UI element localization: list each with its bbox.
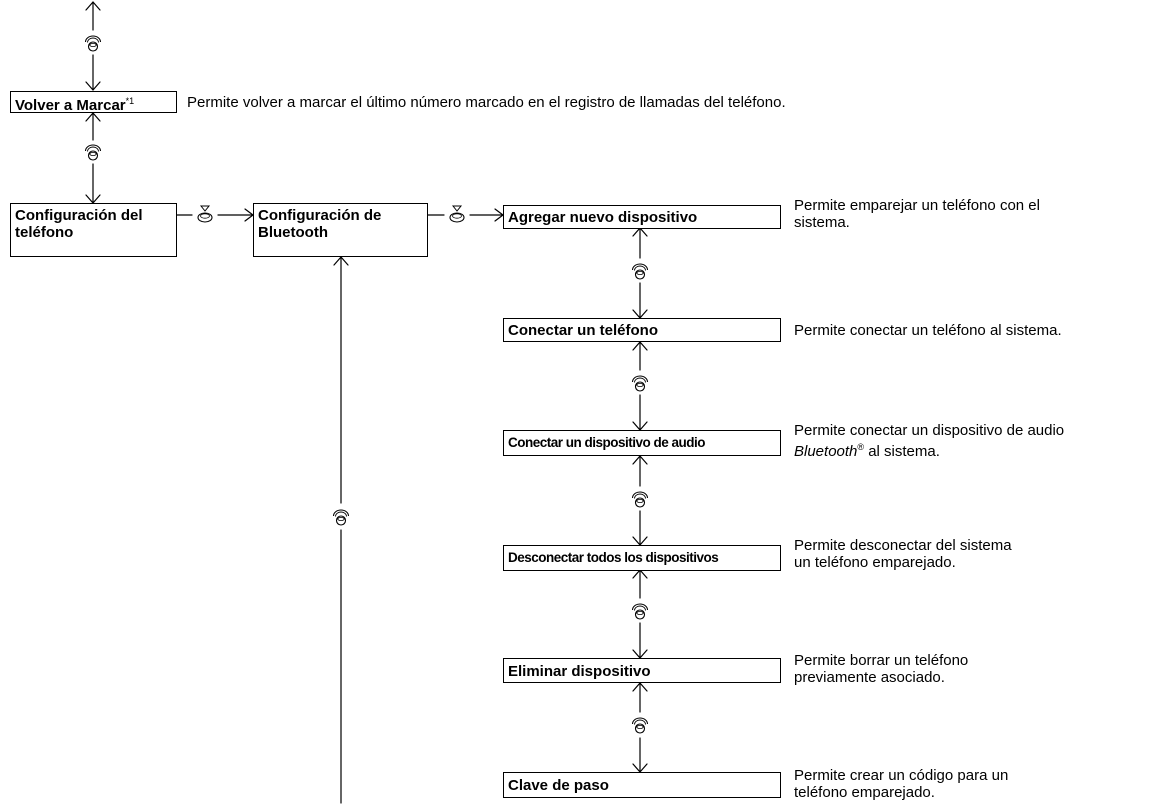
add-device-label: Agregar nuevo dispositivo [508, 209, 698, 226]
add-device-desc-line1: Permite emparejar un teléfono con el [794, 197, 1040, 214]
press-knob-icon [197, 205, 213, 223]
connect-phone-box: Conectar un teléfono [503, 318, 781, 342]
phone-settings-label-line1: Configuración del [15, 207, 143, 224]
connect-audio-desc-line2: Bluetooth® al sistema. [794, 439, 1064, 460]
passkey-desc-line2: teléfono emparejado. [794, 784, 935, 801]
connect-phone-label: Conectar un teléfono [508, 322, 659, 339]
add-device-description: Permite emparejar un teléfono con el sis… [794, 197, 1040, 231]
disconnect-all-desc-line2: un teléfono emparejado. [794, 554, 956, 571]
rotate-knob-icon [84, 144, 102, 161]
phone-settings-label-line2: teléfono [15, 224, 74, 241]
add-device-desc-line2: sistema. [794, 214, 850, 231]
delete-device-desc-line2: previamente asociado. [794, 669, 945, 686]
connect-phone-desc-line1: Permite conectar un teléfono al sistema. [794, 322, 1062, 339]
rotate-knob-icon [84, 35, 102, 52]
delete-device-desc-line1: Permite borrar un teléfono [794, 652, 969, 669]
rotate-knob-icon [631, 717, 649, 734]
passkey-label: Clave de paso [508, 777, 609, 794]
rotate-knob-icon [631, 263, 649, 280]
add-device-box: Agregar nuevo dispositivo [503, 205, 781, 229]
connect-audio-desc-rest: al sistema. [864, 443, 940, 460]
connect-audio-label: Conectar un dispositivo de audio [508, 435, 706, 450]
connect-audio-desc-line1: Permite conectar un dispositivo de audio [794, 422, 1065, 439]
redial-footnote: *1 [125, 96, 135, 106]
delete-device-label: Eliminar dispositivo [508, 663, 651, 680]
redial-label: Volver a Marcar [15, 97, 126, 114]
disconnect-all-desc-line1: Permite desconectar del sistema [794, 537, 1012, 554]
delete-device-box: Eliminar dispositivo [503, 658, 781, 683]
bluetooth-settings-label-line1: Configuración de [258, 207, 382, 224]
rotate-knob-icon [631, 375, 649, 392]
delete-device-description: Permite borrar un teléfono previamente a… [794, 652, 968, 686]
rotate-knob-icon [332, 509, 350, 526]
connect-phone-description: Permite conectar un teléfono al sistema. [794, 322, 1062, 339]
press-knob-icon [449, 205, 465, 223]
bluetooth-italic: Bluetooth [794, 443, 858, 460]
phone-settings-box: Configuración del teléfono [10, 203, 177, 257]
passkey-desc-line1: Permite crear un código para un [794, 767, 1009, 784]
passkey-box: Clave de paso [503, 772, 781, 798]
connect-audio-description: Permite conectar un dispositivo de audio… [794, 422, 1064, 460]
disconnect-all-description: Permite desconectar del sistema un teléf… [794, 537, 1012, 571]
bluetooth-settings-box: Configuración de Bluetooth [253, 203, 428, 257]
bluetooth-settings-label-line2: Bluetooth [258, 224, 328, 241]
redial-box: Volver a Marcar*1 [10, 91, 177, 114]
disconnect-all-box: Desconectar todos los dispositivos [503, 545, 781, 571]
rotate-knob-icon [631, 603, 649, 620]
disconnect-all-label: Desconectar todos los dispositivos [508, 550, 719, 565]
registered-mark: ® [857, 442, 865, 452]
passkey-description: Permite crear un código para un teléfono… [794, 767, 1008, 801]
rotate-knob-icon [631, 491, 649, 508]
connect-audio-box: Conectar un dispositivo de audio [503, 430, 781, 456]
redial-description: Permite volver a marcar el último número… [187, 94, 786, 111]
